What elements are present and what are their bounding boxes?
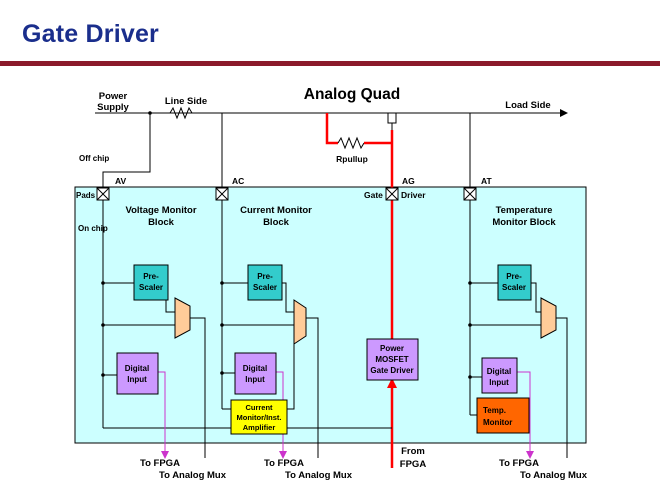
voltage-block-title-2: Block <box>148 217 175 228</box>
analog-quad-label: Analog Quad <box>304 86 400 103</box>
pad-at-label: AT <box>481 176 493 186</box>
pad-ac-label: AC <box>232 176 244 186</box>
power-supply-label-2: Supply <box>97 102 129 113</box>
current-prescaler-label-1: Pre- <box>257 272 273 281</box>
temp-block-title-1: Temperature <box>496 205 553 216</box>
from-label-2: FPGA <box>400 459 427 470</box>
current-digital-input <box>234 352 277 395</box>
pad-ag-label: AG <box>402 176 415 186</box>
rpullup-resistor <box>337 136 365 150</box>
current-amp-label-2: Monitor/Inst. <box>237 413 282 422</box>
current-amp-label-1: Current <box>245 403 273 412</box>
temp-mux <box>540 297 557 339</box>
mosfet-label-2: MOSFET <box>375 355 408 364</box>
mosfet-label-3: Gate Driver <box>370 366 413 375</box>
line-side-resistor <box>169 106 193 120</box>
rpullup-label: Rpullup <box>336 154 368 164</box>
current-digital-label-1: Digital <box>243 364 267 373</box>
voltage-prescaler <box>133 264 169 301</box>
voltage-to-fpga-label: To FPGA <box>140 458 180 469</box>
temp-digital-input <box>481 357 518 394</box>
rpullup-wire <box>325 113 338 145</box>
temp-block-title-2: Monitor Block <box>492 217 556 228</box>
voltage-digital-input <box>116 352 159 395</box>
voltage-mux <box>174 297 191 339</box>
voltage-digital-label-1: Digital <box>125 364 149 373</box>
line-side-label: Line Side <box>165 96 207 107</box>
current-to-mux-label: To Analog Mux <box>285 470 353 481</box>
current-wiring <box>221 200 319 458</box>
current-prescaler <box>247 264 283 301</box>
ag-transistor-icon <box>387 112 397 124</box>
driver-label: Driver <box>401 190 426 200</box>
voltage-digital-label-2: Input <box>127 375 147 384</box>
current-amplifier <box>230 399 288 435</box>
voltage-prescaler-label-2: Scaler <box>139 283 163 292</box>
pad-ac-icon <box>215 187 229 201</box>
on-chip-label: On chip <box>78 224 108 233</box>
current-amp-label-3: Amplifier <box>243 423 276 432</box>
mosfet-label-1: Power <box>380 344 404 353</box>
slide-title: Gate Driver <box>22 20 159 48</box>
pad-at-icon <box>463 187 477 201</box>
from-label-1: From <box>401 446 425 457</box>
temp-prescaler-label-2: Scaler <box>502 283 526 292</box>
voltage-to-mux-label: To Analog Mux <box>159 470 227 481</box>
temp-monitor-label-2: Monitor <box>483 418 512 427</box>
temp-monitor-box <box>476 397 530 434</box>
voltage-fpga-wire <box>158 371 169 459</box>
temp-digital-label-2: Input <box>489 378 509 387</box>
current-to-fpga-label: To FPGA <box>264 458 304 469</box>
temp-digital-label-1: Digital <box>487 367 511 376</box>
pads-label: Pads <box>76 191 96 200</box>
title-rule <box>0 61 660 66</box>
current-mux <box>293 299 307 345</box>
voltage-prescaler-label-1: Pre- <box>143 272 159 281</box>
pad-av-icon <box>96 187 110 201</box>
off-chip-label: Off chip <box>79 154 109 163</box>
current-digital-label-2: Input <box>245 375 265 384</box>
temp-wiring <box>469 200 568 458</box>
current-block-title-2: Block <box>263 217 290 228</box>
temp-to-mux-label: To Analog Mux <box>520 470 588 481</box>
pad-av-label: AV <box>115 176 127 186</box>
gate-label: Gate <box>364 190 383 200</box>
load-side-label: Load Side <box>505 100 550 111</box>
temp-prescaler <box>497 264 532 301</box>
power-supply-label-1: Power <box>99 91 128 102</box>
power-mosfet-gate-driver <box>366 338 419 381</box>
temp-monitor-label-1: Temp. <box>483 406 506 415</box>
temp-fpga-wire <box>517 371 534 459</box>
voltage-block-title-1: Voltage Monitor <box>125 205 196 216</box>
temp-prescaler-label-1: Pre- <box>506 272 522 281</box>
temp-to-fpga-label: To FPGA <box>499 458 539 469</box>
pad-ag-icon <box>385 187 399 201</box>
av-supply-wire <box>102 113 151 188</box>
current-block-title-1: Current Monitor <box>240 205 312 216</box>
current-prescaler-label-2: Scaler <box>253 283 277 292</box>
